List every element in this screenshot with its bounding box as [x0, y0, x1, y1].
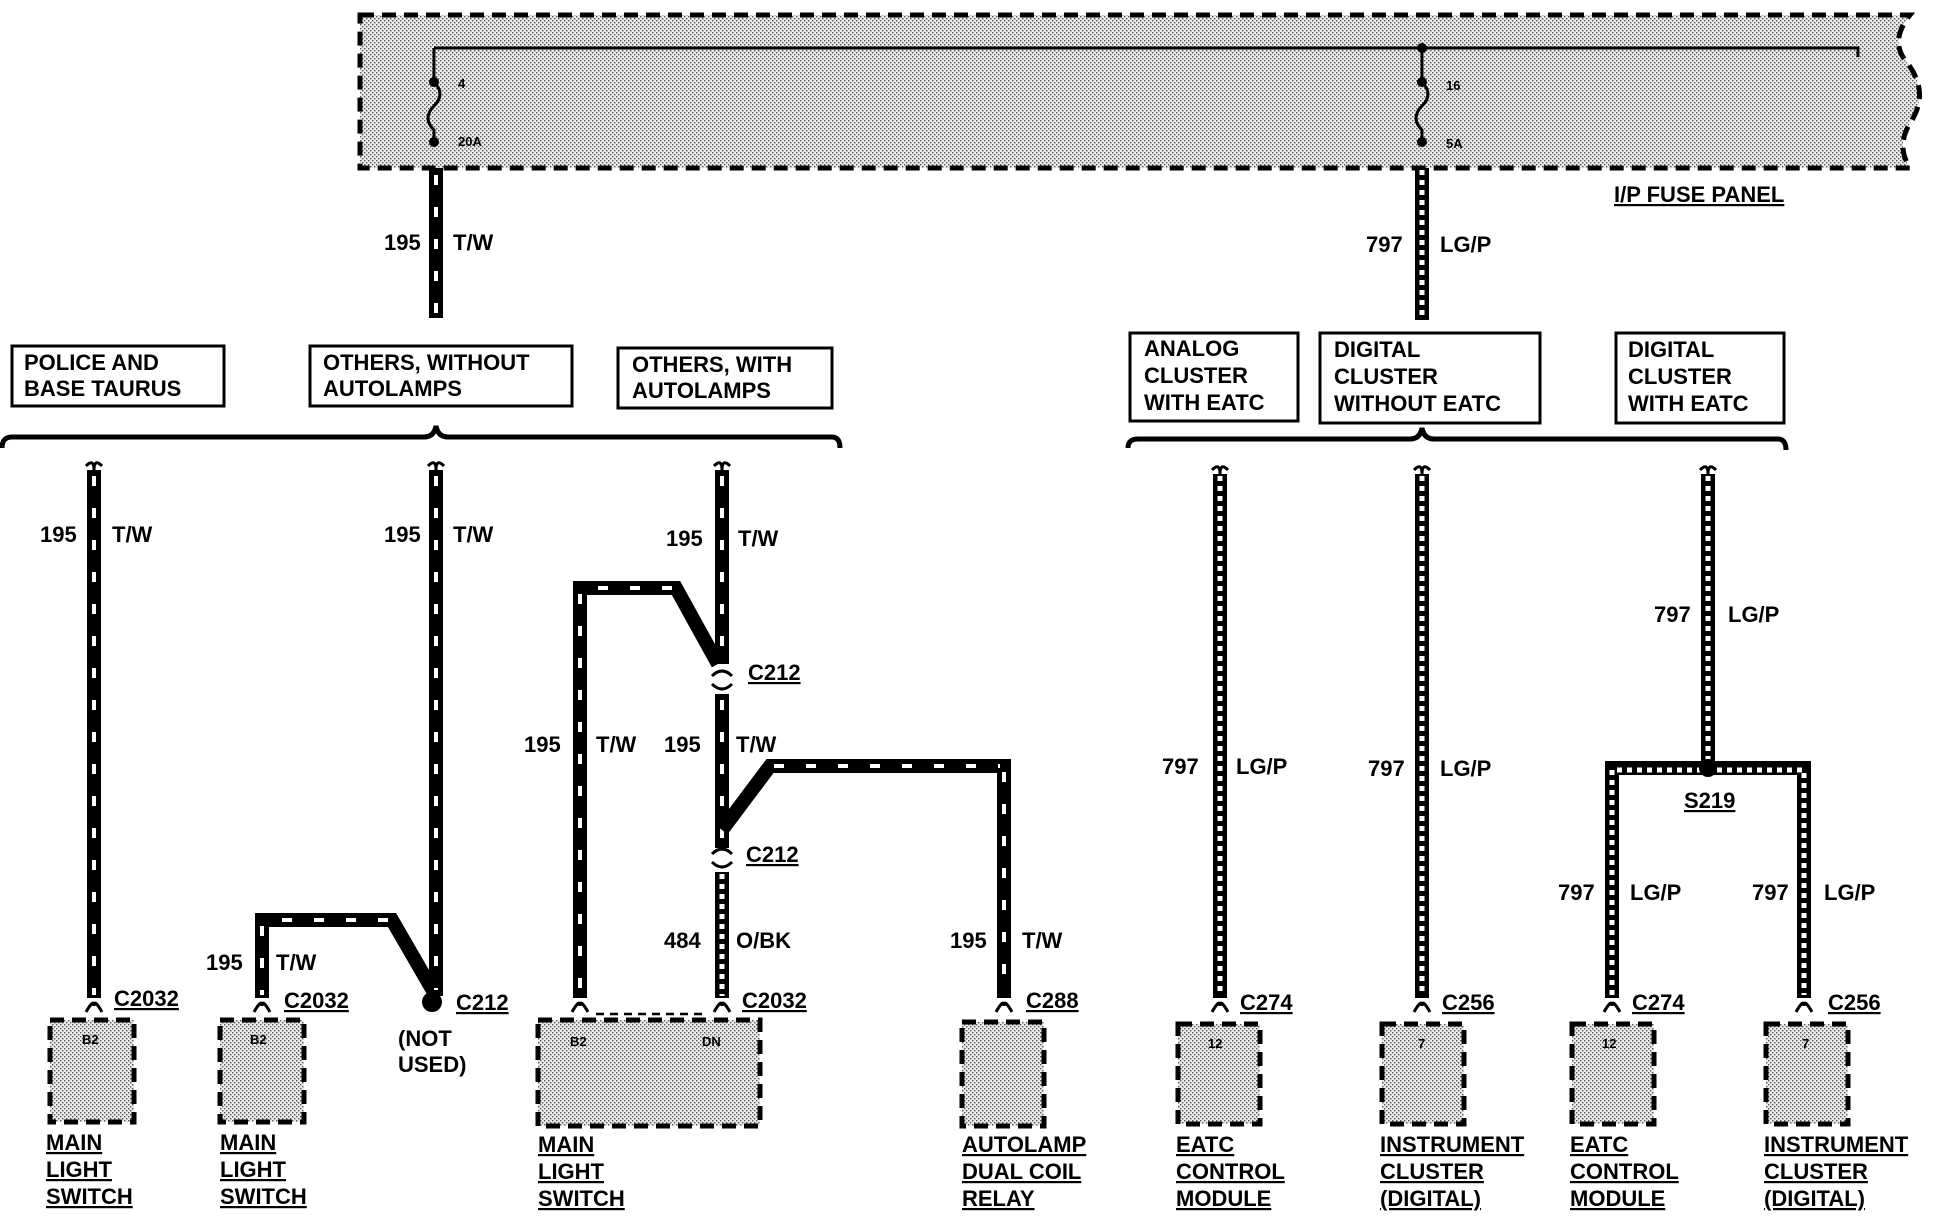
branch-digital-with-circuit: 797 — [1654, 602, 1691, 627]
branch-others-with: 195 T/W C212 195 T/W 195 T/W C212 484 O/… — [524, 461, 1079, 1016]
fuse-a-number: 4 — [458, 76, 466, 91]
branch-digital-without-color: LG/P — [1440, 756, 1491, 781]
pin-b2-c: B2 — [570, 1034, 587, 1049]
branch-police-color: T/W — [112, 522, 153, 547]
fuse-b-rating: 5A — [1446, 136, 1463, 151]
branch-cluster2-circuit: 797 — [1752, 880, 1789, 905]
branch-police: 195 T/W C2032 — [40, 461, 179, 1013]
feed-right-circuit: 797 — [1366, 232, 1403, 257]
branch-digital-without: 797 LG/P C256 — [1368, 465, 1495, 1015]
pin-7-a: 7 — [1418, 1036, 1425, 1051]
connector-c256-b: C256 — [1828, 990, 1881, 1015]
connector-c274-a: C274 — [1240, 990, 1293, 1015]
branch-digital-with-color: LG/P — [1728, 602, 1779, 627]
branch-without-color: T/W — [453, 522, 494, 547]
branch-with-mid-color: T/W — [736, 732, 777, 757]
right-variant-bracket — [1125, 427, 1789, 451]
branch-with-484-circuit: 484 — [664, 928, 701, 953]
connector-c2032-b: C2032 — [284, 988, 349, 1013]
connector-c274-b: C274 — [1632, 990, 1685, 1015]
branch-analog-color: LG/P — [1236, 754, 1287, 779]
left-variant-bracket — [0, 425, 843, 449]
pin-7-b: 7 — [1802, 1036, 1809, 1051]
branch-with-left-color: T/W — [596, 732, 637, 757]
pin-12-a: 12 — [1208, 1036, 1222, 1051]
branch-analog-eatc: 797 LG/P C274 — [1162, 465, 1293, 1015]
branch-with-circuit: 195 — [666, 526, 703, 551]
connector-c212-lower: C212 — [746, 842, 799, 867]
pin-12-b: 12 — [1602, 1036, 1616, 1051]
branch-with-484-color: O/BK — [736, 928, 791, 953]
branch-cluster2-color: LG/P — [1824, 880, 1875, 905]
branch-analog-circuit: 797 — [1162, 754, 1199, 779]
connector-c212-not-used: C212 — [456, 990, 509, 1015]
branch-digital-with: 797 LG/P S219 797 LG/P 797 LG/P C274 C25… — [1558, 465, 1881, 1015]
feed-left-circuit: 195 — [384, 230, 421, 255]
connector-c256-a: C256 — [1442, 990, 1495, 1015]
connector-c212-upper: C212 — [748, 660, 801, 685]
branch-without-circuit: 195 — [384, 522, 421, 547]
fuse-a-rating: 20A — [458, 134, 482, 149]
pin-b2-b: B2 — [250, 1032, 267, 1047]
connector-c2032-c: C2032 — [742, 988, 807, 1013]
feed-right-color: LG/P — [1440, 232, 1491, 257]
branch-police-circuit: 195 — [40, 522, 77, 547]
branch-with-color: T/W — [738, 526, 779, 551]
branch-without-lower-circuit: 195 — [206, 950, 243, 975]
branch-with-relay-color: T/W — [1022, 928, 1063, 953]
branch-with-mid-circuit: 195 — [664, 732, 701, 757]
branch-eatc2-color: LG/P — [1630, 880, 1681, 905]
branch-eatc2-circuit: 797 — [1558, 880, 1595, 905]
fuse-b-number: 16 — [1446, 78, 1460, 93]
feed-wire-right: 797 LG/P — [1366, 168, 1491, 320]
branch-digital-without-circuit: 797 — [1368, 756, 1405, 781]
connector-c288: C288 — [1026, 988, 1079, 1013]
branch-without-lower-color: T/W — [276, 950, 317, 975]
feed-wire-left: 195 T/W — [384, 168, 494, 318]
pin-b2-a: B2 — [82, 1032, 99, 1047]
branch-with-left-circuit: 195 — [524, 732, 561, 757]
pin-dn: DN — [702, 1034, 721, 1049]
feed-left-color: T/W — [453, 230, 494, 255]
fuse-panel: 4 20A 16 5A I/P FUSE PANEL — [357, 12, 1923, 207]
fuse-panel-label: I/P FUSE PANEL — [1614, 182, 1784, 207]
branch-with-relay-circuit: 195 — [950, 928, 987, 953]
splice-s219: S219 — [1684, 788, 1735, 813]
connector-c2032-a: C2032 — [114, 986, 179, 1011]
